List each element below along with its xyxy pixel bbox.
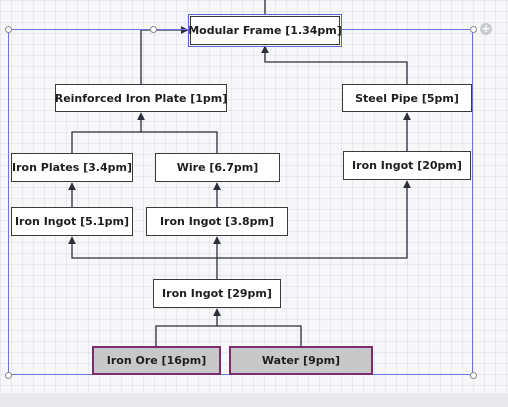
node-steel-pipe[interactable]: Steel Pipe [5pm] xyxy=(342,84,472,112)
connector-pipe-to-frame xyxy=(261,45,408,84)
node-modular-frame[interactable]: Modular Frame [1.34pm] xyxy=(188,14,342,47)
node-iron-plates[interactable]: Iron Plates [3.4pm] xyxy=(11,153,133,182)
bottom-toolbar-strip xyxy=(0,393,508,407)
resize-handle-top-left[interactable] xyxy=(5,26,12,33)
connector-ore-to-ingot xyxy=(155,308,221,346)
connector-water-to-ingot xyxy=(217,325,302,346)
node-reinforced-iron-plate[interactable]: Reinforced Iron Plate [1pm] xyxy=(55,84,227,112)
node-water[interactable]: Water [9pm] xyxy=(229,346,373,375)
resize-handle-top-middle[interactable] xyxy=(150,26,157,33)
node-iron-ingot-wire[interactable]: Iron Ingot [3.8pm] xyxy=(146,207,288,236)
plus-circle-icon[interactable]: + xyxy=(480,22,492,35)
node-iron-ingot-plates[interactable]: Iron Ingot [5.1pm] xyxy=(11,207,133,236)
node-iron-ore[interactable]: Iron Ore [16pm] xyxy=(92,346,221,375)
connector-total-to-steel-ingot xyxy=(217,180,411,259)
connector-rip-to-frame xyxy=(140,26,189,84)
resize-handle-bottom-left[interactable] xyxy=(5,372,12,379)
connector-plates-to-rip xyxy=(71,112,145,153)
node-iron-ingot-total[interactable]: Iron Ingot [29pm] xyxy=(153,279,281,308)
resize-handle-bottom-right[interactable] xyxy=(470,372,477,379)
resize-handle-top-right[interactable] xyxy=(470,26,477,33)
connector-total-to-plates-ingot xyxy=(68,236,218,279)
connector-wire-to-rip xyxy=(141,131,218,153)
node-wire[interactable]: Wire [6.7pm] xyxy=(155,153,280,182)
node-iron-ingot-steel[interactable]: Iron Ingot [20pm] xyxy=(343,151,471,180)
